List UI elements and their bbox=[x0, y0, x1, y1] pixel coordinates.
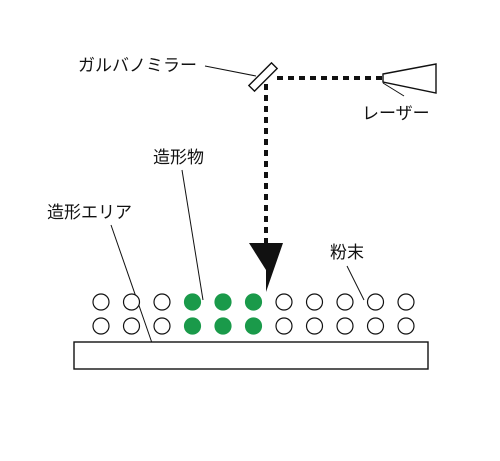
powder-particle bbox=[366, 317, 385, 335]
label-build-object: 造形物 bbox=[153, 148, 204, 168]
powder-particles bbox=[92, 293, 415, 335]
sintered-particle bbox=[183, 317, 202, 335]
powder-particle bbox=[397, 317, 415, 335]
laser-beam-arrowhead bbox=[249, 243, 283, 292]
powder-particle bbox=[336, 293, 354, 311]
sintered-particle bbox=[183, 293, 202, 311]
powder-particle bbox=[275, 317, 293, 335]
powder-particle bbox=[153, 317, 171, 335]
label-galvano-mirror: ガルバノミラー bbox=[78, 56, 197, 76]
powder-particle bbox=[305, 317, 324, 335]
sintered-particle bbox=[214, 293, 232, 311]
powder-particle bbox=[397, 293, 415, 311]
leader-line-build-object bbox=[181, 169, 204, 301]
sintered-particle bbox=[214, 317, 232, 335]
leader-line-galvano-mirror bbox=[204, 65, 257, 77]
powder-particle bbox=[275, 293, 293, 311]
galvano-mirror bbox=[247, 61, 279, 93]
label-powder: 粉末 bbox=[330, 243, 364, 263]
build-plate bbox=[73, 341, 429, 370]
leader-line-build-area bbox=[110, 224, 153, 344]
sintered-particle bbox=[244, 317, 263, 335]
powder-particle bbox=[305, 293, 324, 311]
powder-particle bbox=[153, 293, 171, 311]
powder-particle bbox=[366, 293, 385, 311]
leader-line-laser bbox=[382, 82, 405, 97]
sintered-particle bbox=[244, 293, 263, 311]
powder-particle bbox=[92, 293, 110, 311]
powder-particle bbox=[336, 317, 354, 335]
leader-line-powder bbox=[346, 265, 365, 301]
powder-particle bbox=[122, 293, 141, 311]
label-laser: レーザー bbox=[362, 104, 430, 124]
powder-particle bbox=[122, 317, 141, 335]
laser-source bbox=[382, 63, 437, 94]
powder-particle bbox=[92, 317, 110, 335]
label-build-area: 造形エリア bbox=[47, 203, 132, 223]
